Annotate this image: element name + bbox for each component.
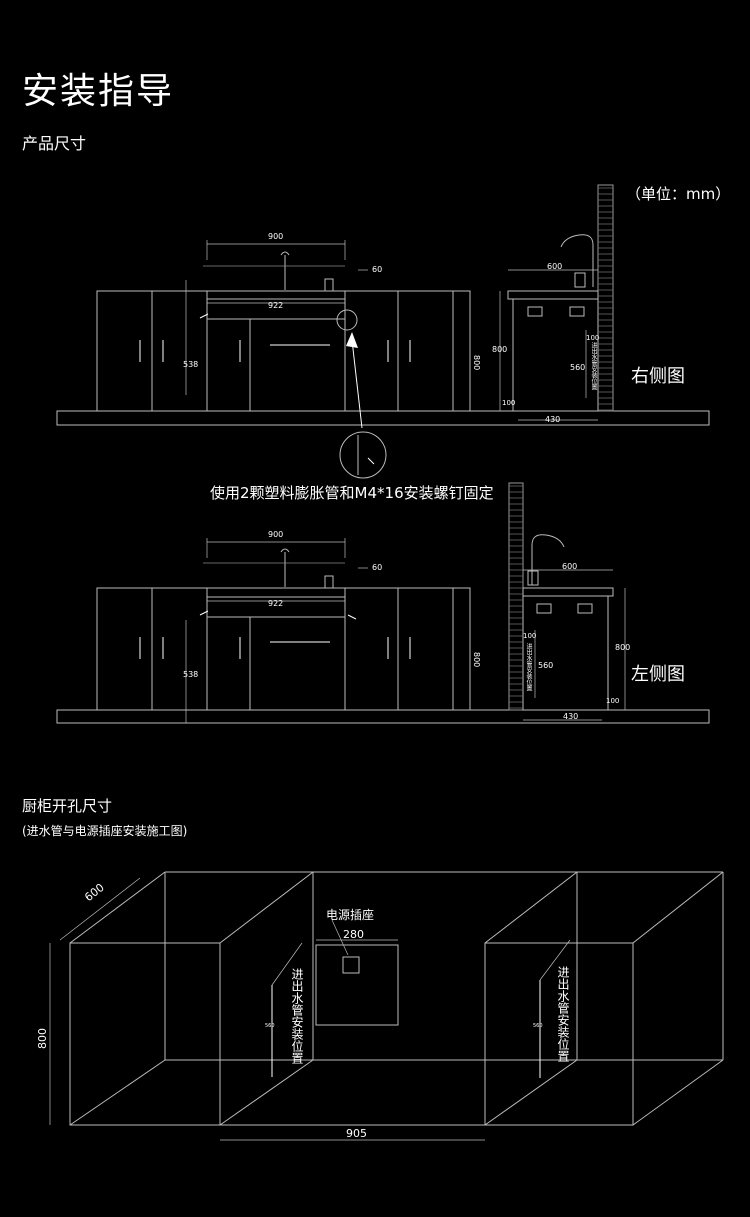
cab-dim-905: 905 [346, 1127, 367, 1140]
rv-side-600: 600 [547, 262, 563, 271]
socket-label: 电源插座 [326, 908, 375, 922]
rv-side-800: 800 [492, 345, 508, 354]
pipe-label-right: 进出水管安装位置 [556, 966, 570, 1062]
lv-side-800: 800 [615, 643, 631, 652]
rv-side-100a: 100 [586, 334, 600, 342]
lv-side-430: 430 [563, 712, 579, 721]
rv-pipe-label: 进出水管安装位置 [590, 342, 597, 390]
lv-dim-900: 900 [268, 530, 284, 539]
unit-note: （单位：mm） [626, 185, 731, 203]
rv-dim-922: 922 [268, 301, 284, 310]
pipe-height-left: 560 [265, 1023, 275, 1029]
lv-dim-800: 800 [472, 652, 481, 668]
install-note: 使用2颗塑料膨胀管和M4*16安装螺钉固定 [210, 484, 494, 502]
pipe-label-left: 进出水管安装位置 [290, 968, 304, 1064]
lv-pipe-label: 进出水管安装位置 [525, 643, 532, 691]
page-title: 安装指导 [22, 71, 175, 112]
rv-side-560: 560 [570, 363, 586, 372]
pipe-height-right: 560 [533, 1023, 543, 1029]
rv-dim-800: 800 [472, 355, 481, 371]
rv-side-430: 430 [545, 415, 561, 424]
section-product-size: 产品尺寸 [22, 134, 87, 153]
rv-dim-538: 538 [183, 360, 199, 369]
lv-dim-60: 60 [372, 563, 383, 572]
section-cabinet-holes: 厨柜开孔尺寸 [22, 797, 113, 815]
rv-side-100b: 100 [502, 399, 516, 407]
lv-side-100b: 100 [606, 697, 620, 705]
lv-side-600: 600 [562, 562, 578, 571]
lv-dim-922: 922 [268, 599, 284, 608]
socket-width: 280 [343, 928, 364, 941]
lv-side-100a: 100 [523, 632, 537, 640]
rv-dim-900: 900 [268, 232, 284, 241]
right-view-label: 右侧图 [631, 366, 685, 387]
lv-side-560: 560 [538, 661, 554, 670]
left-view-label: 左侧图 [631, 664, 685, 685]
lv-dim-538: 538 [183, 670, 199, 679]
rv-dim-60: 60 [372, 265, 383, 274]
cab-dim-800: 800 [36, 1028, 49, 1049]
section-cabinet-holes-subtitle: (进水管与电源插座安装施工图) [22, 824, 188, 838]
